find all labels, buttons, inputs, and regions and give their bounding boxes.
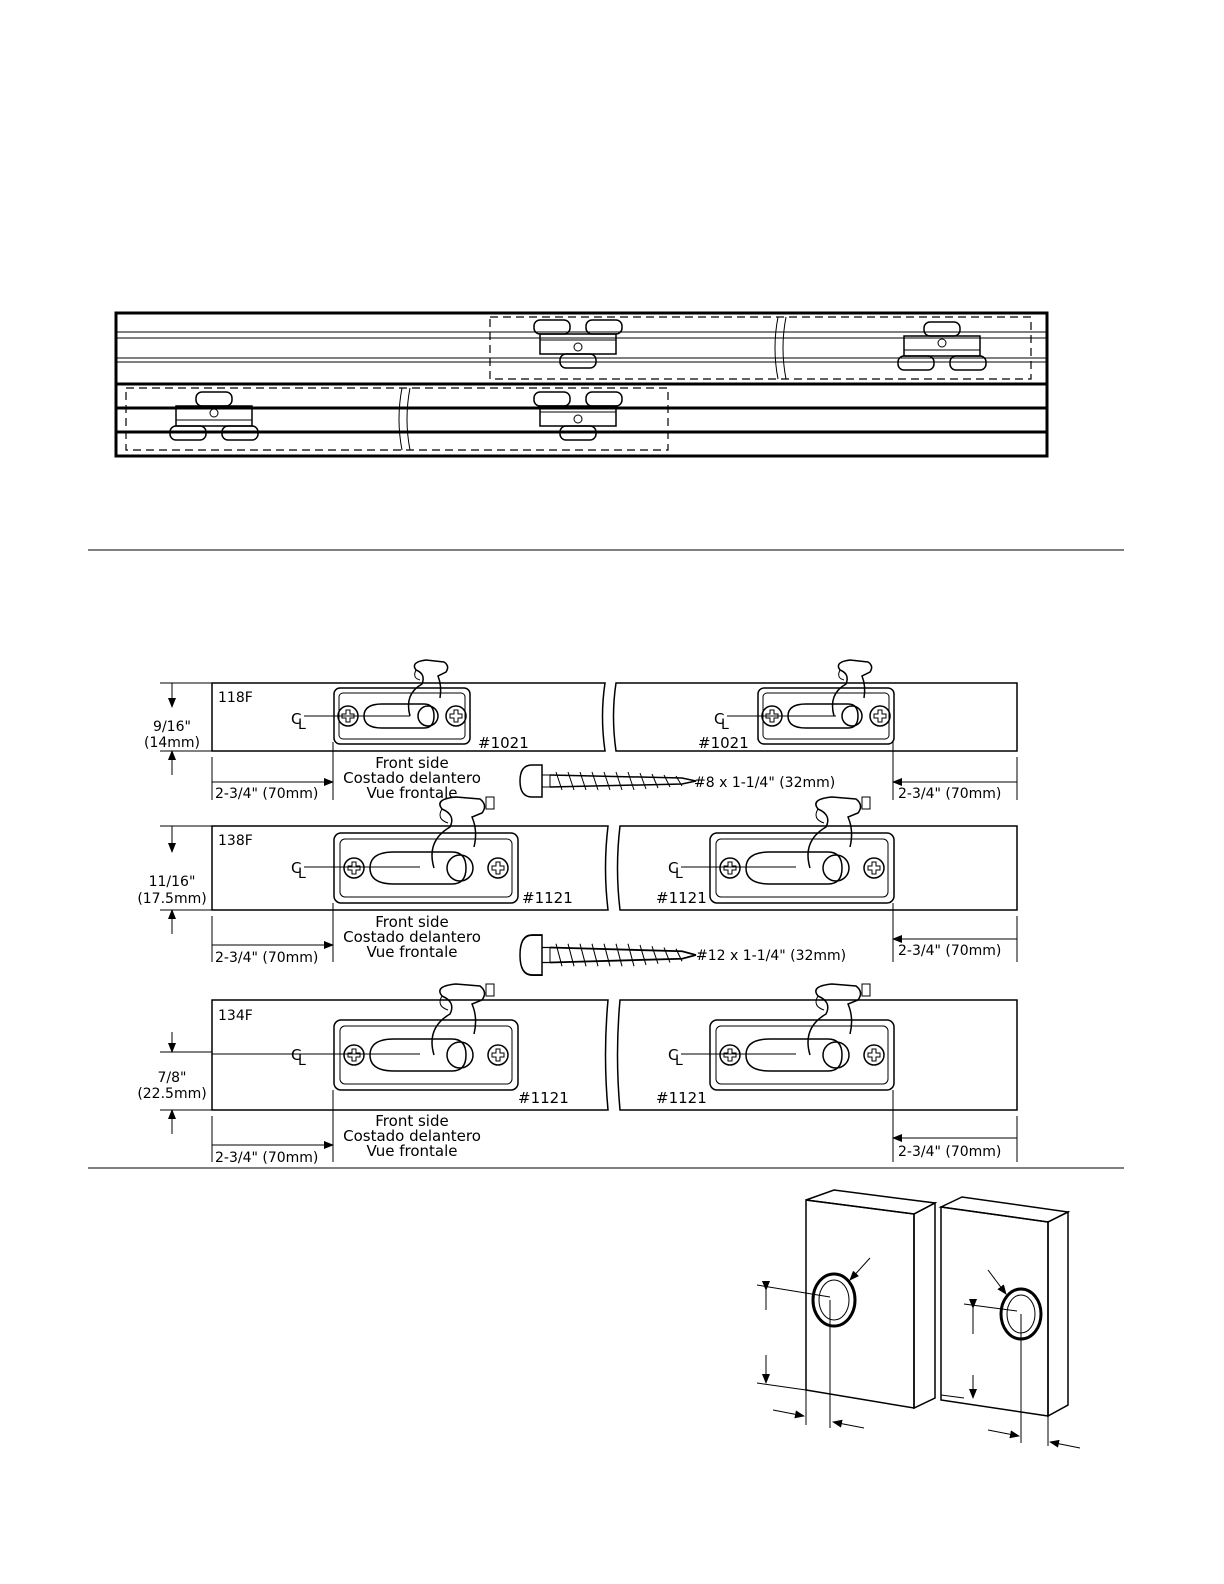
lower-door-outline bbox=[125, 387, 669, 451]
centerline-symbol: C bbox=[291, 1046, 301, 1064]
offset-left: 2-3/4" (70mm) bbox=[215, 1150, 318, 1166]
model-label: 138F bbox=[218, 833, 253, 849]
row-138f: 138F 11/16" (17.5mm) C L #1121 C L #1121… bbox=[137, 797, 1018, 976]
bracket-part-left: #1021 bbox=[478, 734, 529, 752]
front-side-fr: Vue frontale bbox=[366, 1142, 457, 1160]
centerline-symbol: C bbox=[291, 710, 301, 728]
centerline-sub: L bbox=[675, 1053, 683, 1069]
centerline-sub: L bbox=[675, 866, 683, 882]
front-side-en: Front side bbox=[375, 1112, 448, 1130]
bracket-part-left: #1121 bbox=[522, 889, 573, 907]
height-dim-mm: (17.5mm) bbox=[137, 891, 206, 907]
offset-right: 2-3/4" (70mm) bbox=[898, 943, 1001, 959]
centerline-sub: L bbox=[721, 717, 729, 733]
centerline-symbol: C bbox=[291, 859, 301, 877]
front-side-fr: Vue frontale bbox=[366, 784, 457, 802]
track-diagram bbox=[114, 311, 1049, 458]
bracket-part-right: #1121 bbox=[656, 1089, 707, 1107]
guide-bracket-left bbox=[334, 797, 518, 903]
bracket-part-right: #1121 bbox=[656, 889, 707, 907]
guide-bracket-left bbox=[334, 660, 470, 744]
roller-upper-left bbox=[533, 319, 623, 369]
height-dim-mm: (14mm) bbox=[144, 735, 200, 751]
upper-door-outline bbox=[489, 316, 1032, 380]
row-118f: 118F 9/16" (14mm) C L #1021 C L #1021 Fr… bbox=[144, 660, 1018, 802]
centerline-sub: L bbox=[298, 1053, 306, 1069]
model-label: 134F bbox=[218, 1008, 253, 1024]
row-134f: 134F 7/8" (22.5mm) C L #1121 C L #1121 F… bbox=[137, 984, 1018, 1166]
screw-icon bbox=[519, 934, 697, 976]
model-label: 118F bbox=[218, 690, 253, 706]
offset-right: 2-3/4" (70mm) bbox=[898, 786, 1001, 802]
front-side-es: Costado delantero bbox=[343, 769, 481, 787]
height-dim: 11/16" bbox=[149, 874, 196, 890]
height-dim: 9/16" bbox=[153, 719, 191, 735]
centerline-sub: L bbox=[298, 866, 306, 882]
offset-right: 2-3/4" (70mm) bbox=[898, 1144, 1001, 1160]
screw-spec: #8 x 1-1/4" (32mm) bbox=[694, 775, 835, 791]
door-block-right bbox=[938, 1196, 1081, 1449]
guide-bracket-right bbox=[710, 797, 894, 903]
guide-bracket-right bbox=[758, 660, 894, 744]
bracket-part-left: #1121 bbox=[518, 1089, 569, 1107]
offset-left: 2-3/4" (70mm) bbox=[215, 786, 318, 802]
bracket-part-right: #1021 bbox=[698, 734, 749, 752]
centerline-symbol: C bbox=[668, 1046, 678, 1064]
height-dim: 7/8" bbox=[158, 1070, 187, 1086]
centerline-sub: L bbox=[298, 717, 306, 733]
front-side-es: Costado delantero bbox=[343, 1127, 481, 1145]
front-side-en: Front side bbox=[375, 754, 448, 772]
screw-icon bbox=[519, 764, 697, 798]
roller-upper-right bbox=[897, 321, 987, 371]
front-side-en: Front side bbox=[375, 913, 448, 931]
height-dim-mm: (22.5mm) bbox=[137, 1086, 206, 1102]
offset-left: 2-3/4" (70mm) bbox=[215, 950, 318, 966]
centerline-symbol: C bbox=[668, 859, 678, 877]
centerline-symbol: C bbox=[714, 710, 724, 728]
door-block-left bbox=[756, 1189, 938, 1429]
front-side-es: Costado delantero bbox=[343, 928, 481, 946]
front-side-fr: Vue frontale bbox=[366, 943, 457, 961]
screw-spec: #12 x 1-1/4" (32mm) bbox=[696, 948, 846, 964]
